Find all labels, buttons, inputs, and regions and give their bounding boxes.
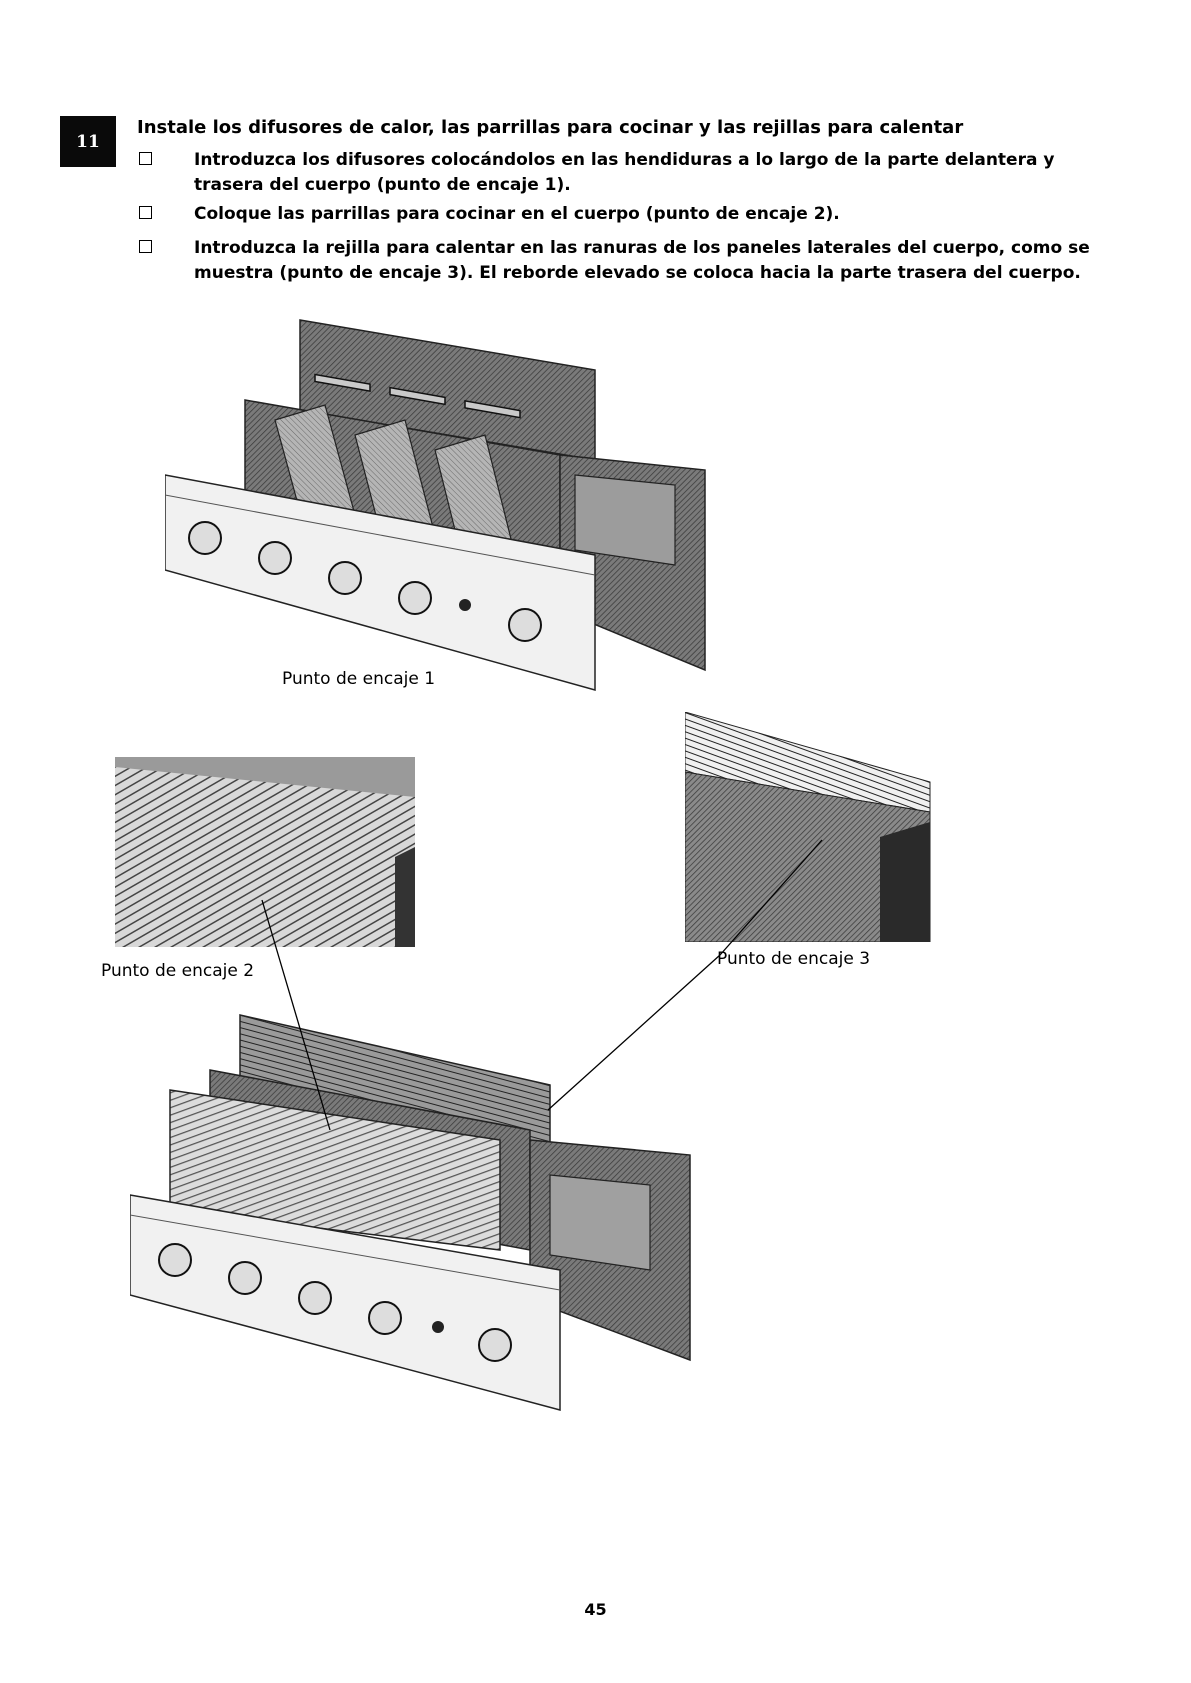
checkbox-icon — [139, 240, 152, 253]
figure-1-caption: Punto de encaje 1 — [282, 669, 436, 689]
checklist-item-1: Introduzca los difusores colocándolos en… — [137, 148, 1097, 198]
figure-3-caption: Punto de encaje 3 — [717, 949, 871, 969]
grill-grates-illustration — [130, 1010, 720, 1425]
step-number-badge: 11 — [60, 116, 116, 167]
page-number: 45 — [584, 1600, 607, 1619]
figure-2-caption: Punto de encaje 2 — [101, 961, 255, 981]
checklist-item-3: Introduzca la rejilla para calentar en l… — [137, 236, 1097, 286]
checklist-item-text: Coloque las parrillas para cocinar en el… — [194, 204, 840, 224]
checkbox-icon — [139, 206, 152, 219]
cooking-grate-detail-illustration — [115, 757, 415, 947]
checklist-item-2: Coloque las parrillas para cocinar en el… — [137, 202, 1097, 227]
warming-rack-detail-illustration — [685, 712, 935, 942]
checklist-item-text: Introduzca la rejilla para calentar en l… — [194, 238, 1090, 283]
checkbox-icon — [139, 152, 152, 165]
checklist-item-text: Introduzca los difusores colocándolos en… — [194, 150, 1055, 195]
step-heading: Instale los difusores de calor, las parr… — [137, 117, 964, 138]
grill-diffusers-illustration — [165, 310, 765, 750]
